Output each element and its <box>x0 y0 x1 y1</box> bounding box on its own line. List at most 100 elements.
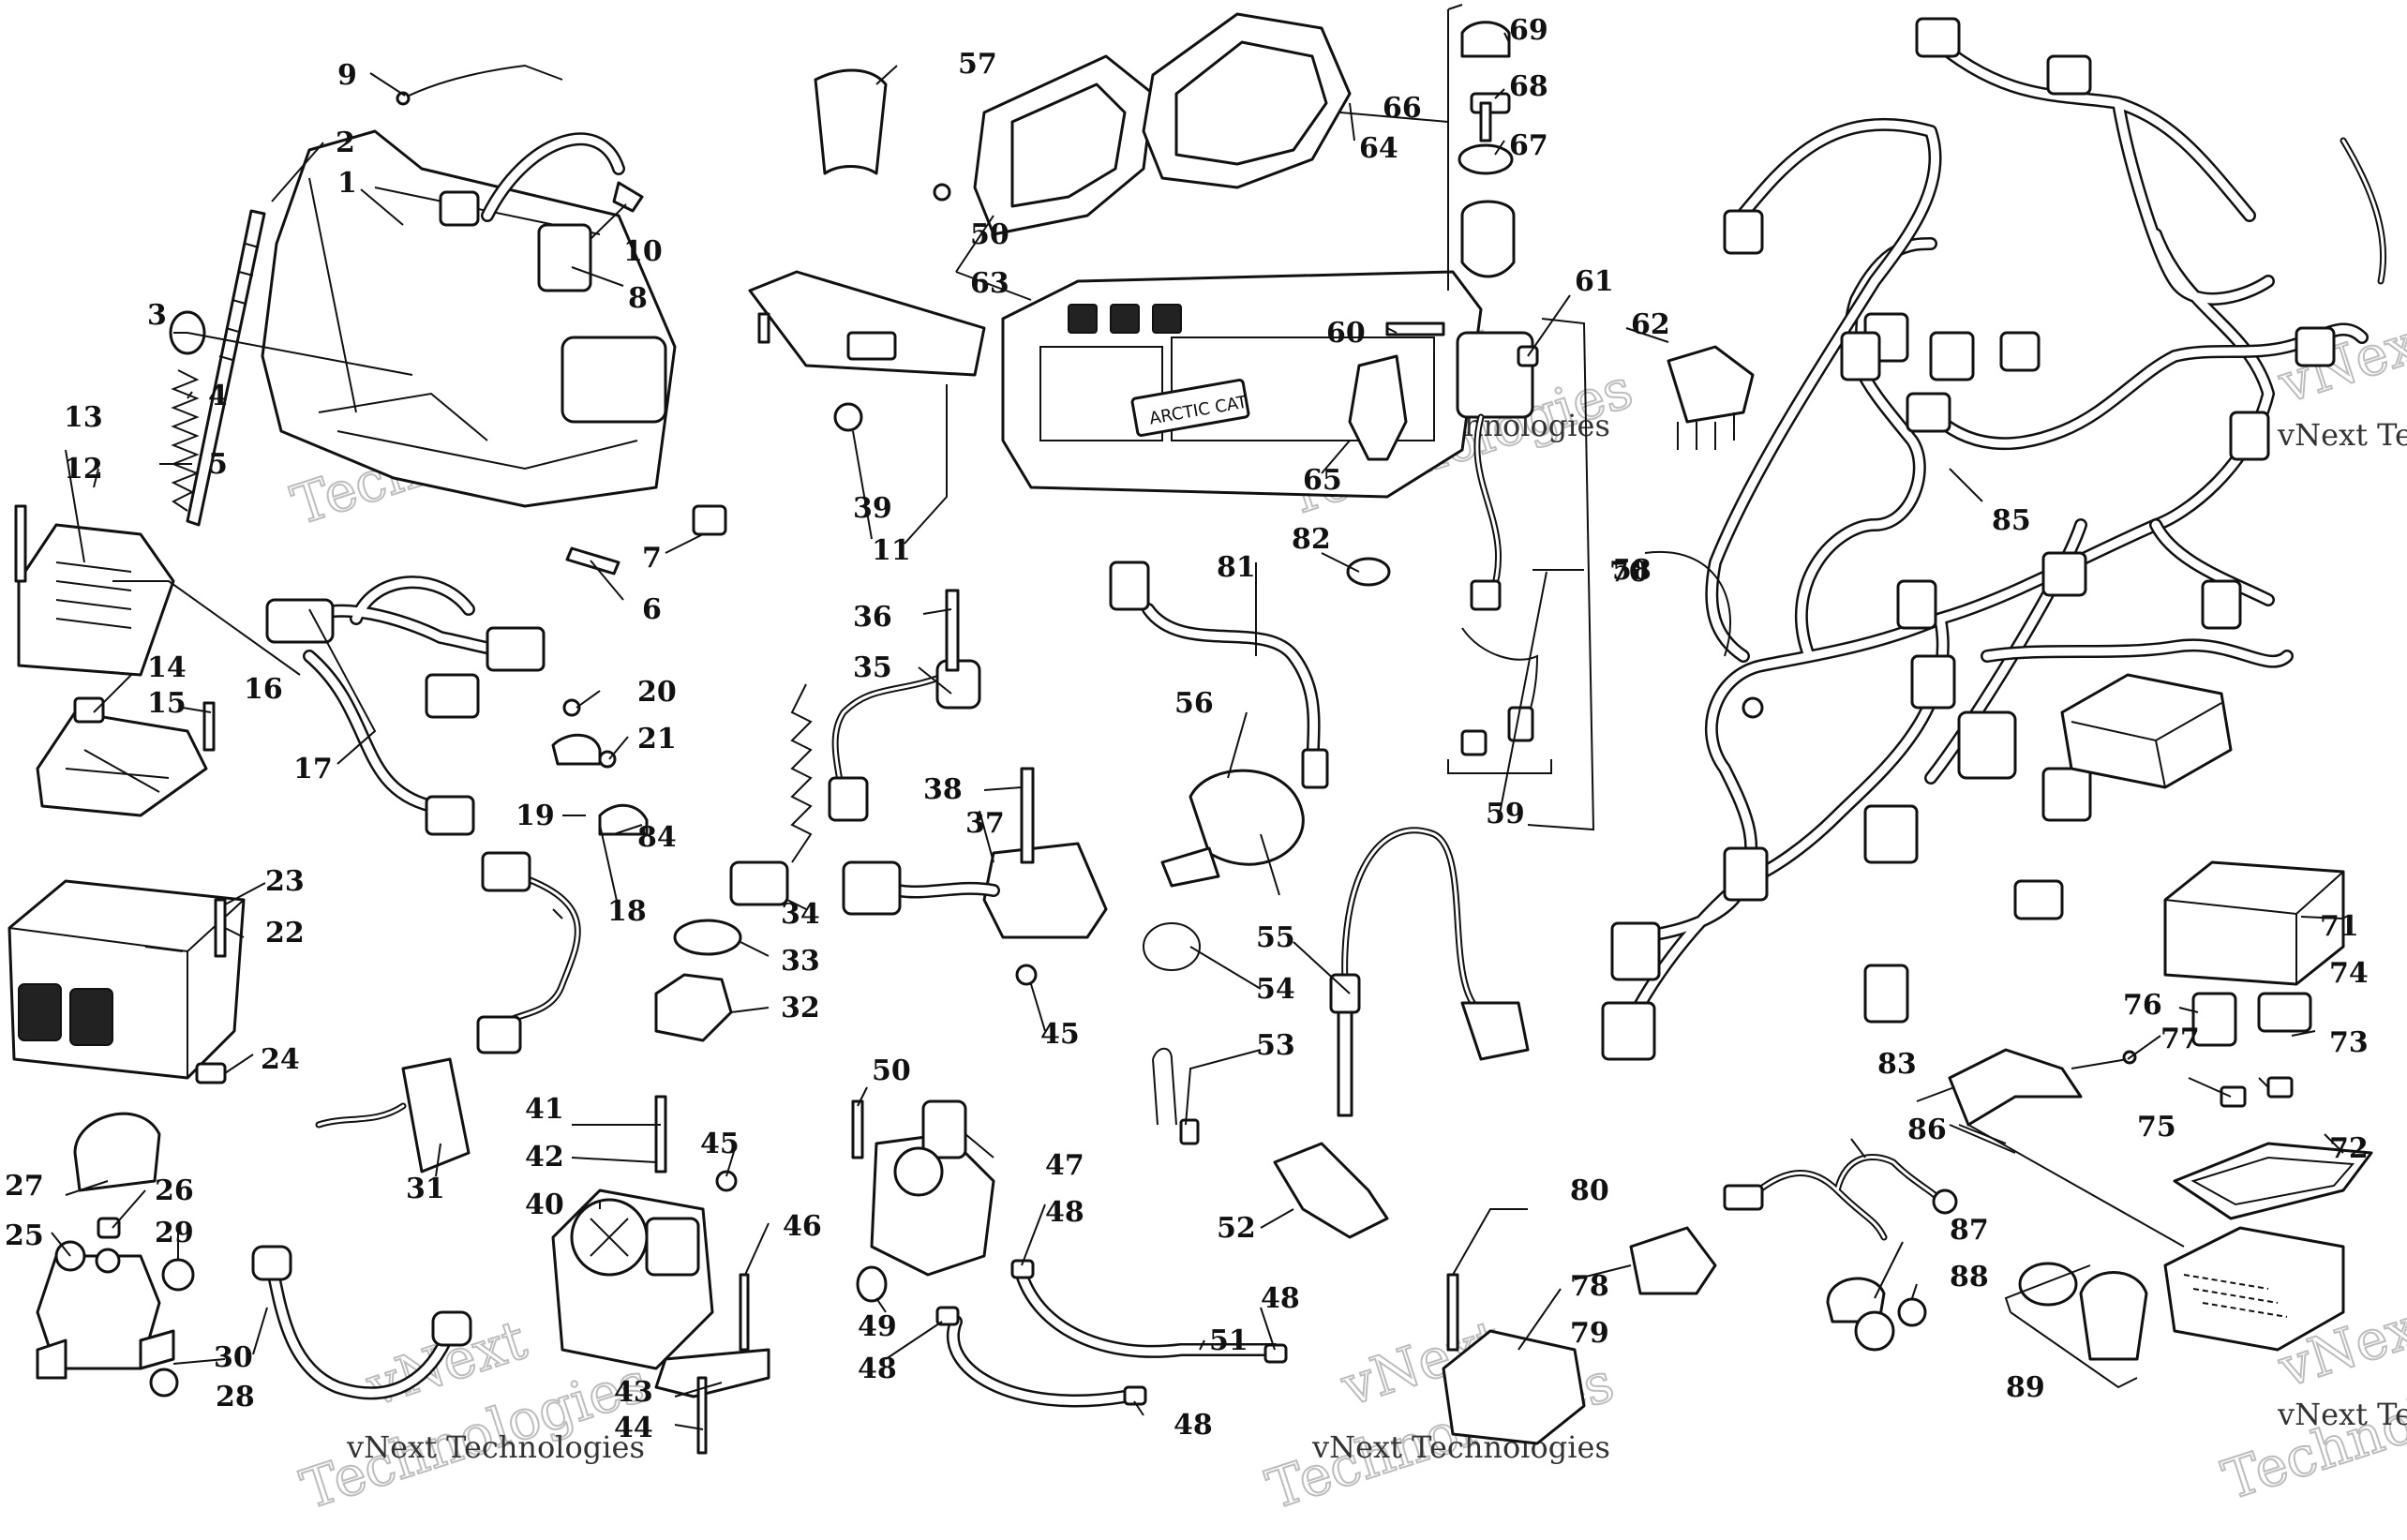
callout: 3 <box>147 299 167 332</box>
watermark-company: vNext Technologies <box>2277 417 2407 453</box>
bolt <box>696 1376 708 1455</box>
nut <box>715 1170 738 1192</box>
callout: 24 <box>261 1043 300 1076</box>
callout: 87 <box>1950 1214 1989 1247</box>
bolt <box>945 589 960 672</box>
clamp <box>935 1306 960 1326</box>
callout: 50 <box>872 1054 911 1087</box>
nut <box>1015 964 1038 986</box>
callout: 55 <box>1256 921 1295 954</box>
callout: 38 <box>923 773 963 806</box>
callout: 11 <box>872 534 911 567</box>
callout: 6 <box>642 593 662 626</box>
screw <box>565 546 620 576</box>
relay <box>2257 992 2312 1033</box>
connector <box>481 851 531 892</box>
callout: 89 <box>2006 1371 2045 1404</box>
switch <box>401 1057 471 1174</box>
callout: 21 <box>637 723 677 755</box>
callout: 30 <box>214 1341 253 1374</box>
clamp <box>1263 1343 1288 1364</box>
callout: 19 <box>516 800 555 832</box>
ring-terminal <box>251 1245 292 1281</box>
bolt <box>1446 1273 1459 1352</box>
callout: 65 <box>1303 464 1342 497</box>
hose-clamp <box>1143 922 1201 971</box>
callout: 61 <box>1575 265 1614 298</box>
bolt <box>214 898 227 958</box>
callout: 8 <box>628 282 648 315</box>
washer <box>161 1258 195 1292</box>
callout: 56 <box>1174 687 1214 720</box>
sensor-probe <box>1337 1010 1353 1117</box>
o-ring <box>1346 557 1391 587</box>
clip <box>1152 1047 1177 1126</box>
callout: 48 <box>858 1353 897 1385</box>
callout: 34 <box>781 898 820 931</box>
connector <box>537 223 592 292</box>
bolt <box>851 1099 864 1159</box>
connector <box>486 626 546 672</box>
nut <box>149 1368 179 1398</box>
mount-plate <box>654 1348 770 1398</box>
voltage-regulator <box>982 842 1108 939</box>
callout: 15 <box>147 687 187 720</box>
callout: 66 <box>1383 92 1422 125</box>
watermark-word: vNext <box>2270 305 2407 416</box>
connector <box>846 331 897 361</box>
ring-terminal <box>1932 1189 1958 1215</box>
bracket <box>1948 1048 2083 1127</box>
sensor-lead <box>1341 827 1485 1016</box>
callout: 36 <box>853 601 892 634</box>
watermark-company: vNext Technologies <box>346 1429 645 1465</box>
callout: 46 <box>783 1210 822 1243</box>
bolt <box>186 209 266 527</box>
socket-ring <box>2018 1262 2078 1307</box>
bolt <box>739 1273 750 1352</box>
instrument-cluster: ARCTIC CAT <box>1001 270 1483 499</box>
callout: 35 <box>853 651 892 684</box>
callout: 45 <box>700 1128 740 1160</box>
callout: 57 <box>958 48 997 81</box>
callout: 16 <box>244 673 283 706</box>
callout: 78 <box>1570 1270 1609 1303</box>
connector <box>1109 561 1150 611</box>
o-ring <box>856 1265 888 1303</box>
nut <box>1897 1297 1927 1327</box>
callout: 26 <box>155 1174 194 1207</box>
instrument-bezel <box>973 12 1352 236</box>
callout: 22 <box>265 917 305 949</box>
fuse <box>2266 1076 2294 1099</box>
screw <box>598 750 617 769</box>
callout: 53 <box>1256 1029 1295 1062</box>
callout: 75 <box>2137 1111 2176 1144</box>
callout: 41 <box>525 1093 564 1126</box>
leader-lines <box>51 32 2344 1430</box>
callout: 81 <box>1217 551 1256 584</box>
callout: 40 <box>525 1189 564 1221</box>
callout: 70 <box>1609 556 1649 589</box>
callout: 27 <box>5 1170 44 1203</box>
clip <box>73 696 105 724</box>
callout: 9 <box>337 59 357 92</box>
connector <box>265 598 335 644</box>
buzzer <box>1189 769 1305 866</box>
callout: 73 <box>2329 1026 2369 1059</box>
callout: 2 <box>336 127 355 159</box>
connector-block <box>1442 1329 1586 1445</box>
starter-solenoid <box>36 1240 175 1380</box>
callout: 47 <box>1045 1149 1084 1182</box>
callout: 14 <box>147 651 187 684</box>
callout: 48 <box>1261 1282 1300 1315</box>
control-module <box>17 523 175 677</box>
bolt <box>654 1095 667 1174</box>
callout: 67 <box>1509 129 1548 162</box>
callout: 12 <box>64 453 103 486</box>
fuel-level-sender <box>1456 331 1539 756</box>
callout: 43 <box>614 1376 653 1409</box>
callout: 84 <box>637 821 677 854</box>
solenoid-valve <box>870 1099 995 1277</box>
relay <box>2191 992 2237 1047</box>
headlight-housing <box>261 129 677 508</box>
callout: 85 <box>1992 504 2031 537</box>
